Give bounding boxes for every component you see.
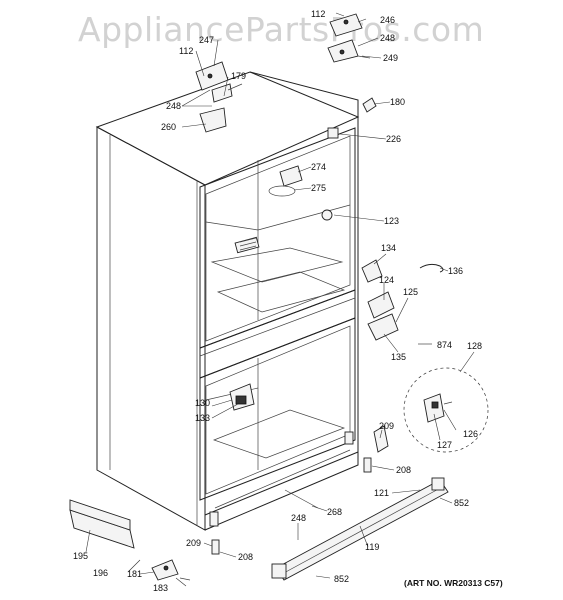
callout-180: 180 — [390, 97, 406, 107]
detail-circle-128 — [403, 367, 489, 453]
callout-183: 183 — [153, 583, 169, 593]
art-number-label: (ART NO. WR20313 C57) — [404, 578, 503, 588]
callout-248: 248 — [166, 101, 182, 111]
freezer-compartment — [199, 317, 356, 501]
callout-249: 249 — [383, 53, 399, 63]
callout-874: 874 — [437, 340, 453, 350]
callout-136: 136 — [448, 266, 464, 276]
callout-135: 135 — [391, 352, 407, 362]
cabinet-body — [95, 71, 360, 531]
callout-247: 247 — [199, 35, 215, 45]
watermark-text: AppliancePartsPros.com — [78, 10, 485, 49]
callout-852: 852 — [454, 498, 470, 508]
callout-123: 123 — [384, 216, 400, 226]
top-hinge-right — [327, 13, 371, 63]
leveling-parts — [151, 559, 191, 581]
callout-209: 209 — [186, 538, 202, 548]
fresh-food-compartment — [199, 127, 356, 349]
callout-124: 124 — [379, 275, 395, 285]
callout-133: 133 — [195, 413, 211, 423]
callout-208: 208 — [396, 465, 412, 475]
callout-125: 125 — [403, 287, 419, 297]
leader-lines — [85, 12, 475, 587]
callout-196: 196 — [93, 568, 109, 578]
callout-208: 208 — [238, 552, 254, 562]
callout-134: 134 — [381, 243, 397, 253]
callout-195: 195 — [73, 551, 89, 561]
callout-130: 130 — [195, 398, 211, 408]
cabinet-base — [204, 431, 359, 531]
toe-grille-rail — [271, 477, 449, 581]
callout-260: 260 — [161, 122, 177, 132]
callout-268: 268 — [327, 507, 343, 517]
callout-248: 248 — [291, 513, 307, 523]
callout-274: 274 — [311, 162, 327, 172]
callout-112: 112 — [311, 9, 326, 19]
callout-128: 128 — [467, 341, 483, 351]
callout-119: 119 — [365, 542, 380, 552]
callout-226: 226 — [386, 134, 402, 144]
callout-209: 209 — [379, 421, 395, 431]
callout-126: 126 — [463, 429, 479, 439]
callout-112: 112 — [179, 46, 194, 56]
base-grille — [69, 499, 135, 549]
top-hinge-left — [195, 61, 243, 133]
callout-275: 275 — [311, 183, 327, 193]
callout-852: 852 — [334, 574, 350, 584]
hardware-parts — [211, 97, 444, 555]
callout-246: 246 — [380, 15, 396, 25]
callout-127: 127 — [437, 440, 453, 450]
callout-179: 179 — [231, 71, 247, 81]
callout-121: 121 — [374, 488, 390, 498]
callout-181: 181 — [127, 569, 143, 579]
callout-248: 248 — [380, 33, 396, 43]
